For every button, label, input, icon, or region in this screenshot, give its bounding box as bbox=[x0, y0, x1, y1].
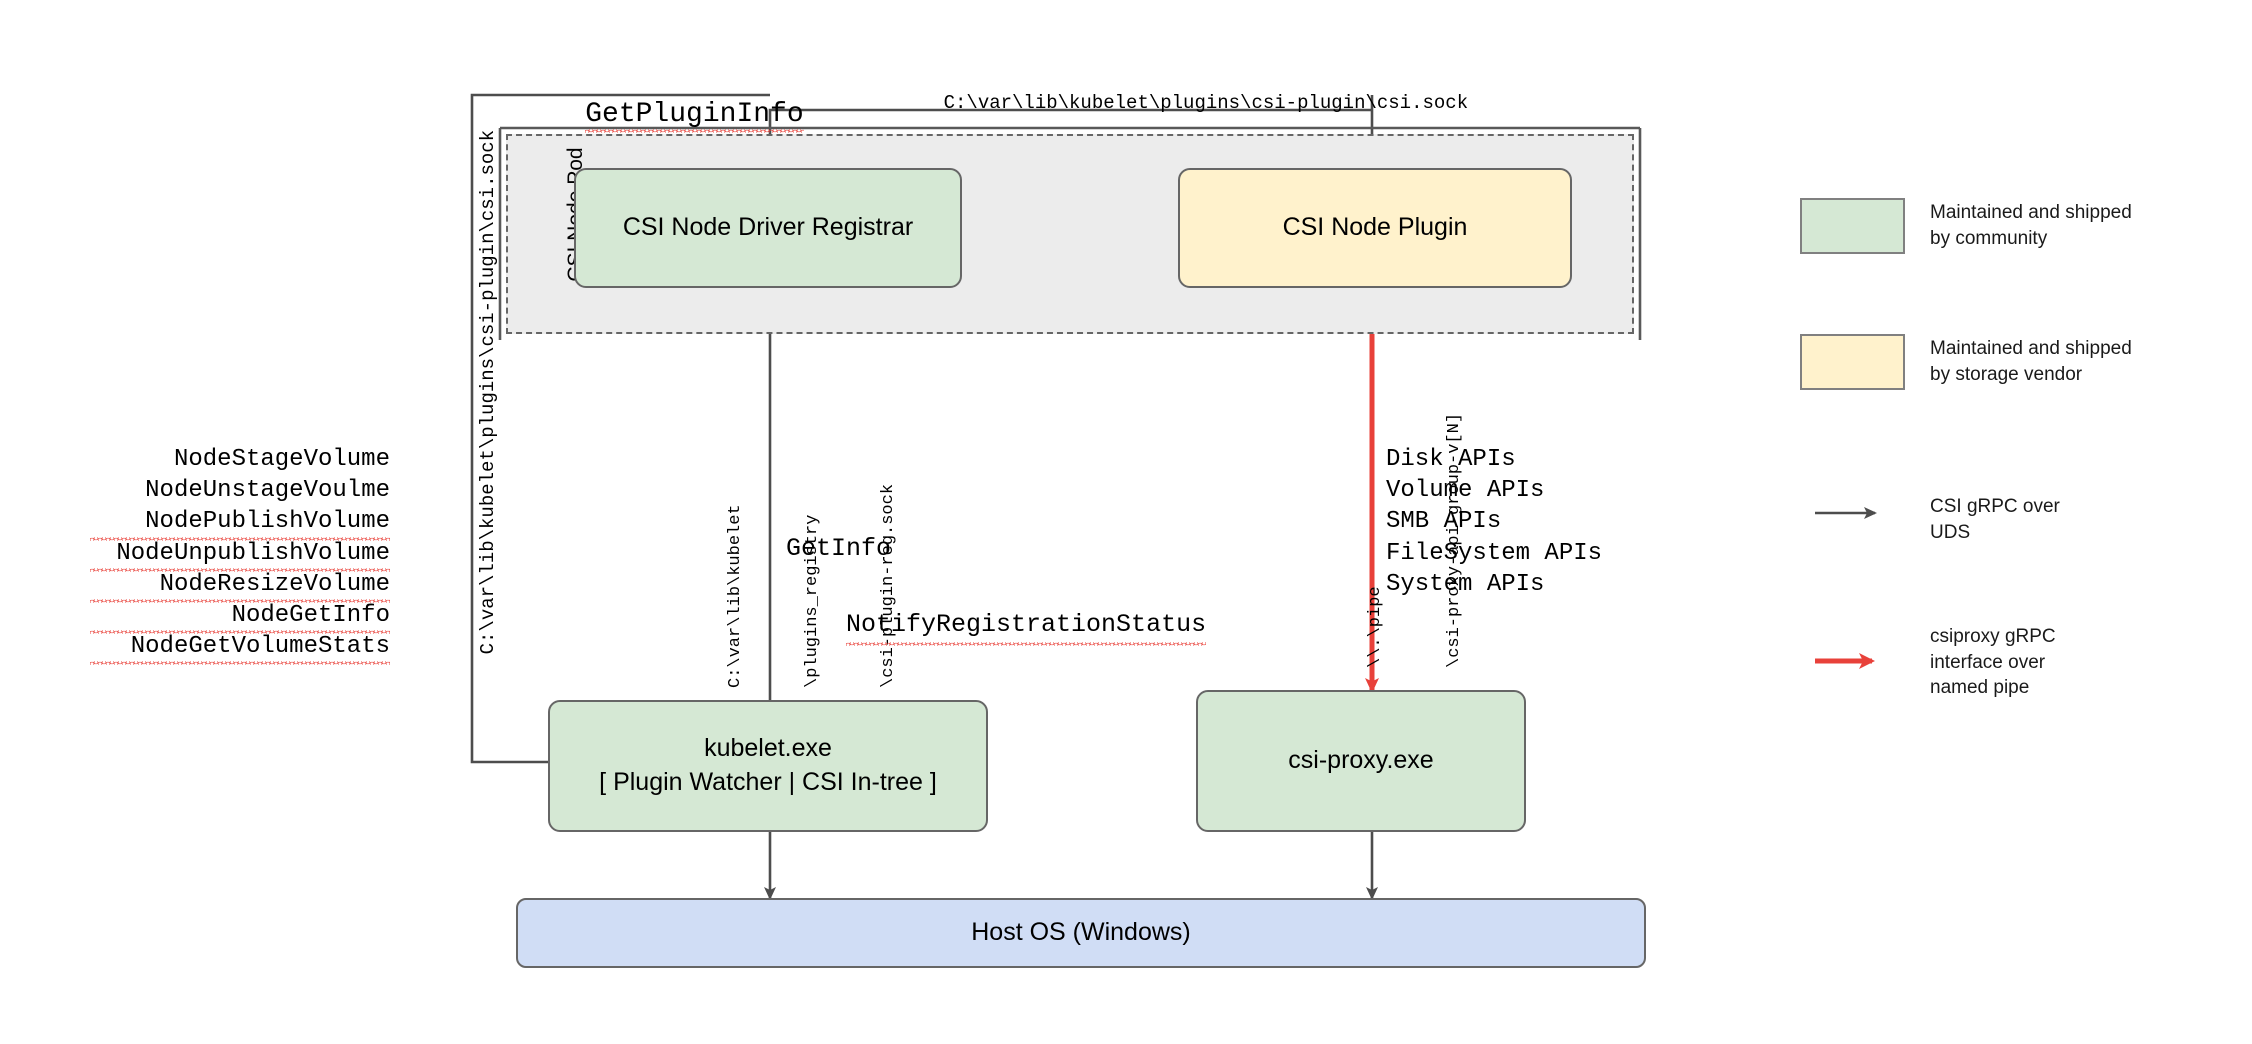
csi-proxy-api-item: SMB APIs bbox=[1386, 508, 1502, 536]
kubelet-title: kubelet.exe bbox=[704, 734, 832, 763]
node-csi-node-plugin[interactable]: CSI Node Plugin bbox=[1178, 168, 1572, 288]
node-rpc-item-label: NodeUnpublishVolume bbox=[90, 538, 390, 572]
node-rpc-item-label: NodeStageVolume bbox=[173, 446, 390, 473]
node-label: csi-proxy.exe bbox=[1288, 746, 1434, 775]
node-rpc-item-label: NodeUnstageVoulme bbox=[145, 477, 390, 505]
node-rpc-item: NodeGetInfo bbox=[90, 600, 390, 635]
node-label: Host OS (Windows) bbox=[971, 918, 1191, 947]
csi-proxy-api-item: Disk APIs bbox=[1386, 446, 1516, 473]
node-rpc-item: NodePublishVolume bbox=[90, 506, 390, 541]
node-rpc-item-label: NodeResizeVolume bbox=[90, 569, 390, 604]
node-rpc-item: NodeUnstageVoulme bbox=[90, 475, 390, 506]
legend-swatch-vendor bbox=[1800, 334, 1905, 390]
label-get-info: GetInfo NotifyRegistrationStatus bbox=[786, 458, 1207, 680]
node-host-os[interactable]: Host OS (Windows) bbox=[516, 898, 1646, 968]
node-rpc-item: NodeGetVolumeStats bbox=[90, 631, 390, 666]
label-csi-sock-path-left: C:\var\lib\kubelet\plugins\csi-plugin\cs… bbox=[477, 129, 499, 655]
node-label: CSI Node Plugin bbox=[1282, 213, 1468, 242]
label-csi-sock-path-top: C:\var\lib\kubelet\plugins\csi-plugin\cs… bbox=[943, 92, 1469, 114]
node-rpc-item: NodeResizeVolume bbox=[90, 569, 390, 604]
node-label: CSI Node Driver Registrar bbox=[622, 213, 914, 242]
node-rpc-item-label: NodePublishVolume bbox=[90, 506, 390, 541]
node-csi-node-driver-registrar[interactable]: CSI Node Driver Registrar bbox=[574, 168, 962, 288]
legend-label-community: Maintained and shipped by community bbox=[1930, 202, 2132, 249]
node-kubelet-exe[interactable]: kubelet.exe [ Plugin Watcher | CSI In-tr… bbox=[548, 700, 988, 832]
node-rpc-item-label: NodeGetVolumeStats bbox=[90, 631, 390, 666]
legend-label-vendor: Maintained and shipped by storage vendor bbox=[1930, 338, 2132, 385]
legend-label-csi-grpc: CSI gRPC over UDS bbox=[1930, 496, 2060, 543]
node-rpc-item: NodeStageVolume bbox=[90, 444, 390, 475]
node-csi-proxy-exe[interactable]: csi-proxy.exe bbox=[1196, 690, 1526, 832]
csi-proxy-api-item: System APIs bbox=[1386, 570, 1545, 598]
node-rpc-item: NodeUnpublishVolume bbox=[90, 538, 390, 572]
legend-swatch-community bbox=[1800, 198, 1905, 254]
csi-proxy-api-item: FileSystem APIs bbox=[1386, 539, 1603, 567]
legend-label-csiproxy-grpc: csiproxy gRPC interface over named pipe bbox=[1930, 626, 2056, 699]
node-rpc-item-label: NodeGetInfo bbox=[90, 600, 390, 635]
csi-proxy-api-item: Volume APIs bbox=[1386, 477, 1545, 505]
label-get-plugin-info: GetPluginInfo bbox=[585, 99, 805, 133]
kubelet-subtitle: [ Plugin Watcher | CSI In-tree ] bbox=[599, 768, 937, 796]
